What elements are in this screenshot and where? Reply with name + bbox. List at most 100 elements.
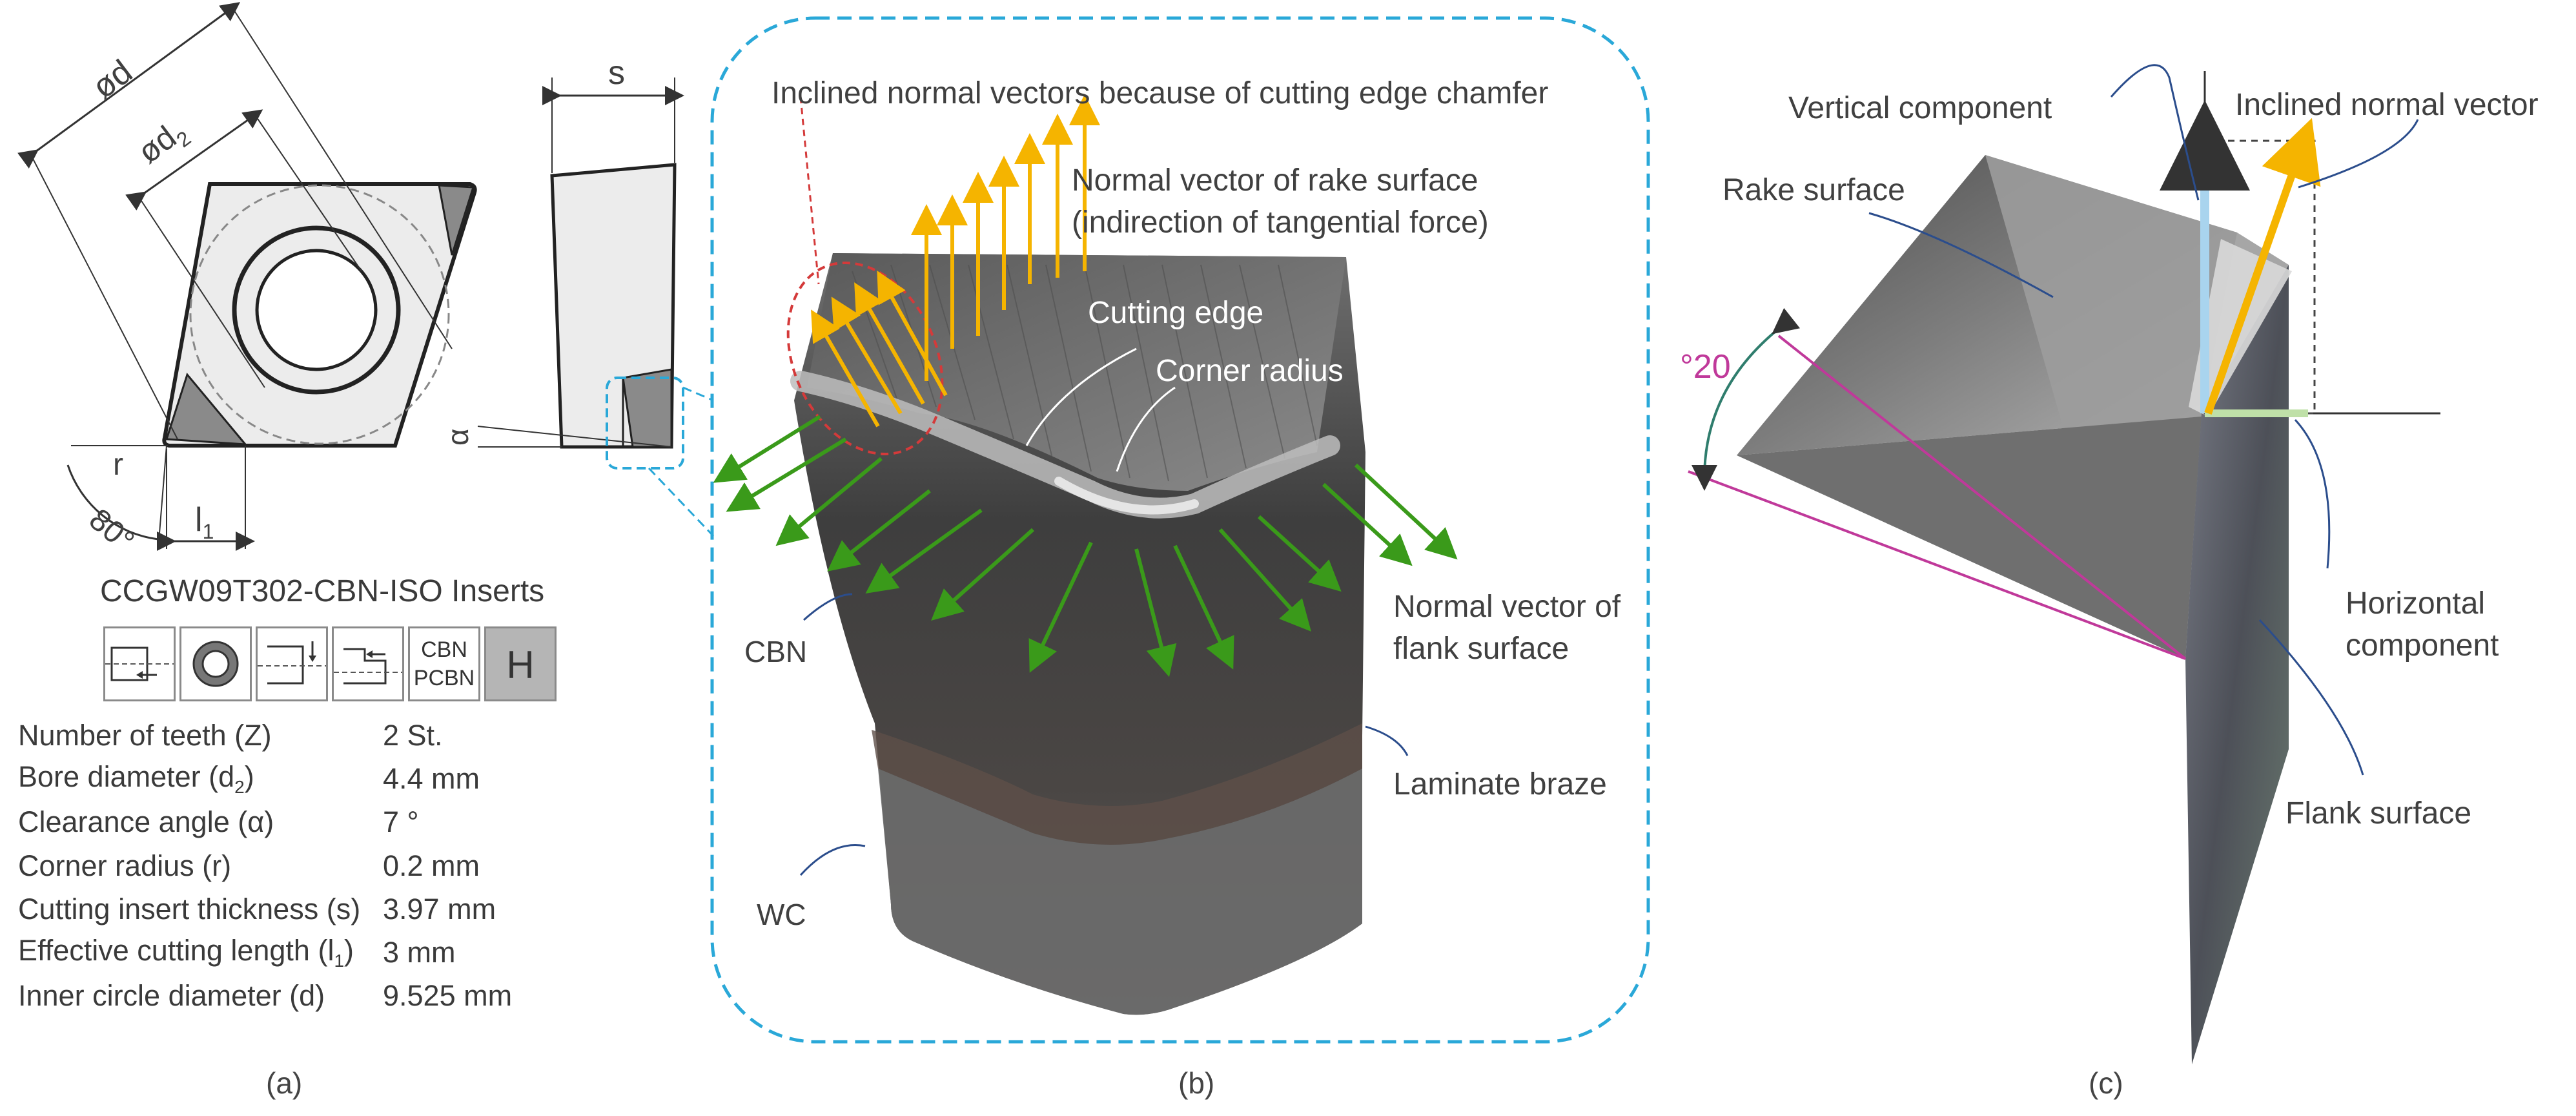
zoom-connector-top xyxy=(682,386,714,402)
label-inclined-note: Inclined normal vectors because of cutti… xyxy=(772,76,1548,110)
h-badge: H xyxy=(484,626,557,701)
back-turning-icon xyxy=(332,626,404,701)
flank-vector xyxy=(1257,515,1342,592)
cbn-badge: CBN PCBN xyxy=(408,626,480,701)
spec-value: 7 ° xyxy=(383,805,419,839)
flank-normal-vectors xyxy=(713,415,1458,677)
dim-80-label: 80° xyxy=(83,502,141,559)
dim-od2-ext1 xyxy=(138,196,265,388)
magenta-line-2 xyxy=(1777,335,2187,660)
flank-leader xyxy=(2258,619,2364,776)
inclined-normal-vectors xyxy=(811,270,948,428)
flank-vector xyxy=(1322,482,1413,566)
flank-vector xyxy=(827,489,931,572)
label-inclined-normal-vector: Inclined normal vector xyxy=(2235,88,2539,122)
spec-label: Number of teeth (Z) xyxy=(18,718,272,752)
spec-value: 3.97 mm xyxy=(383,892,496,925)
corner-radius-leader xyxy=(1116,386,1176,472)
flank-vector xyxy=(713,415,821,483)
inclined-leader xyxy=(2298,119,2419,189)
spec-row: Corner radius (r) 0.2 mm xyxy=(18,844,586,887)
cutting-edge-leader xyxy=(1025,347,1137,446)
insert-title: CCGW09T302-CBN-ISO Inserts xyxy=(100,574,545,608)
dim-od-label: ød xyxy=(85,53,139,107)
label-rake-normal-1: Normal vector of rake surface xyxy=(1072,163,1478,198)
flank-vector xyxy=(775,457,883,546)
insert-side-view: s α xyxy=(441,54,715,537)
dim-l1-label: l1 xyxy=(195,501,214,543)
dim-od2-ext2 xyxy=(254,114,362,272)
chamfer-ellipse xyxy=(786,262,944,455)
inclined-vector xyxy=(877,270,948,397)
spec-label: Inner circle diameter (d) xyxy=(18,979,325,1013)
panel-b: Inclined normal vectors because of cutti… xyxy=(710,16,1650,1044)
flank-vector xyxy=(1173,544,1234,670)
horizontal-leader xyxy=(2294,418,2331,569)
spec-row: Clearance angle (α) 7 ° xyxy=(18,801,586,844)
zoom-box xyxy=(606,377,684,470)
turning-icon xyxy=(103,626,176,701)
spec-value: 4.4 mm xyxy=(383,761,480,795)
vertical-leader xyxy=(2110,64,2200,201)
panel-b-frame xyxy=(710,16,1650,1044)
side-view-tip xyxy=(622,368,673,448)
panel-c: °20 Vertical component Inclined normal v… xyxy=(1680,64,2539,1064)
inscribed-circle xyxy=(189,184,450,445)
flank-surface-c xyxy=(2185,265,2289,1064)
zoom-connector-bottom xyxy=(648,467,715,537)
spec-value: 0.2 mm xyxy=(383,849,480,882)
spec-row: Effective cutting length (l1) 3 mm xyxy=(18,931,586,974)
rake-leader xyxy=(1868,212,2054,298)
dim-od-ext1 xyxy=(30,154,178,440)
spec-row: Bore diameter (d2) 4.4 mm xyxy=(18,757,586,800)
face-turning-icon xyxy=(256,626,328,701)
panel-label-c: (c) xyxy=(2089,1066,2123,1100)
spec-label: Cutting insert thickness (s) xyxy=(18,892,361,925)
flank-vector xyxy=(1134,548,1177,677)
label-horizontal-1: Horizontal xyxy=(2346,586,2485,621)
panel-label-a: (a) xyxy=(266,1066,303,1100)
inclined-vector xyxy=(831,296,903,415)
label-wc: WC xyxy=(757,898,806,931)
label-angle: °20 xyxy=(1680,348,1731,386)
flank-vector xyxy=(726,437,847,512)
laminate-leader xyxy=(1365,725,1409,756)
magenta-line-1 xyxy=(1688,470,2186,660)
label-flank-normal-2: flank surface xyxy=(1393,632,1569,666)
cbn-leader xyxy=(803,593,853,621)
inclined-normal-vector xyxy=(2204,118,2321,415)
label-rake-normal-2: (indirection of tangential force) xyxy=(1072,205,1489,240)
flank-vector xyxy=(1218,528,1311,632)
insert-corner-bl xyxy=(165,372,248,446)
cbn-badge-line2: PCBN xyxy=(413,666,475,690)
flank-vector xyxy=(865,508,983,594)
angle-arc xyxy=(1692,307,1801,491)
inclined-vector xyxy=(854,282,925,405)
dim-alpha-line1 xyxy=(477,426,672,448)
label-cbn: CBN xyxy=(744,635,807,668)
wc-leader xyxy=(799,844,866,876)
spec-label: Corner radius (r) xyxy=(18,849,232,882)
corner-radius-highlight xyxy=(1054,477,1199,515)
label-horizontal-2: component xyxy=(2346,628,2499,663)
spec-row: Number of teeth (Z) 2 St. xyxy=(18,714,586,757)
rake-normal-vectors xyxy=(911,94,1100,381)
flank-vector xyxy=(1354,463,1458,560)
label-flank-normal-1: Normal vector of xyxy=(1393,590,1621,624)
label-rake-surface: Rake surface xyxy=(1722,173,1905,207)
dim-od2-line xyxy=(125,109,263,211)
label-corner-radius: Corner radius xyxy=(1156,354,1344,388)
cbn-badge-line1: CBN xyxy=(421,637,467,662)
dim-s-label: s xyxy=(608,54,625,92)
flank-vector xyxy=(931,528,1034,621)
spec-label: Effective cutting length (l1) xyxy=(18,934,354,971)
spec-value: 2 St. xyxy=(383,718,443,752)
dim-r-label: r xyxy=(113,448,123,482)
laminate-braze-band xyxy=(872,723,1362,845)
label-cutting-edge: Cutting edge xyxy=(1088,296,1263,330)
flank-vector xyxy=(1028,541,1093,673)
spec-value: 9.525 mm xyxy=(383,979,513,1013)
dim-80-arc xyxy=(66,464,159,541)
inclined-vector xyxy=(811,309,880,428)
